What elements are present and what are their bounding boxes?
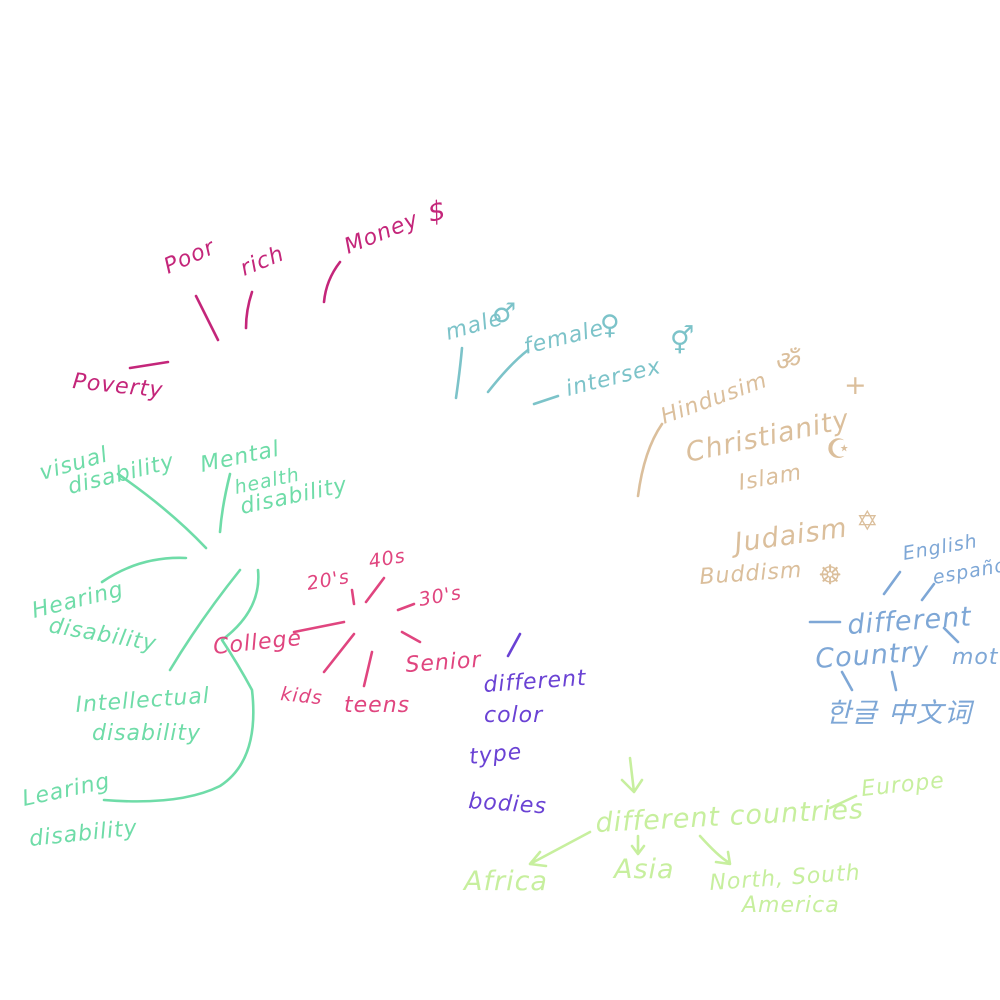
label-korean: 한글	[826, 698, 879, 729]
male-symbol-icon: ♂	[492, 298, 517, 329]
branch-line-hearing	[100, 556, 188, 584]
label-intellectual-1: Intellectual	[75, 684, 211, 718]
branch-line-korean	[840, 670, 854, 692]
branch-line-20s	[350, 588, 356, 606]
age-cluster: 20's 40s 30's College kids teens Senior	[212, 545, 483, 718]
label-female: female	[521, 316, 606, 360]
label-chinese: 中文词	[888, 698, 975, 729]
crescent-icon: ☪	[826, 434, 851, 465]
label-money: Money	[341, 207, 423, 259]
label-body-1: different	[483, 666, 588, 698]
branch-line-female	[486, 348, 530, 394]
branch-line-body	[506, 632, 522, 658]
label-different-countries: different countries	[595, 794, 865, 839]
arrow-africa-icon	[528, 830, 592, 868]
label-islam: Islam	[737, 460, 804, 496]
branch-line-male	[454, 346, 464, 400]
cross-icon: +	[844, 370, 868, 401]
label-learning-2: disability	[28, 816, 139, 852]
label-country: Country	[814, 636, 930, 675]
label-40s: 40s	[367, 545, 407, 573]
dollar-icon: $	[425, 195, 449, 229]
label-rich: rich	[237, 241, 288, 281]
region-cluster: different countries Europe Africa Asia N…	[462, 756, 946, 918]
label-hearing-1: Hearing	[29, 577, 126, 624]
label-hearing-2: disability	[47, 613, 159, 657]
label-judaism: Judaism	[728, 512, 850, 559]
branch-line-visual	[116, 472, 208, 550]
label-americas-1: North, South	[709, 860, 862, 896]
label-different-lang: different	[846, 601, 973, 641]
branch-line-intellectual	[168, 568, 242, 672]
branch-line-religion	[636, 422, 664, 498]
branch-line-college	[292, 620, 346, 634]
label-intellectual-2: disability	[92, 721, 201, 746]
label-intersex: intersex	[563, 354, 663, 402]
dharma-wheel-icon: ☸	[818, 560, 843, 591]
label-body-3: type	[468, 740, 523, 770]
branch-line-rich	[244, 290, 254, 330]
gender-cluster: male ♂ female ♀ intersex ⚥	[443, 298, 695, 406]
arrow-asia-icon	[630, 834, 646, 856]
branch-line-chinese	[890, 670, 898, 692]
label-senior: Senior	[405, 648, 484, 678]
label-college: College	[212, 626, 303, 660]
label-americas-2: America	[740, 893, 840, 918]
branch-line-poverty	[128, 360, 170, 370]
label-english: English	[901, 530, 979, 565]
money-cluster: Poor rich Money $ Poverty	[71, 195, 449, 404]
label-30s: 30's	[417, 582, 463, 611]
branch-line-money	[322, 260, 342, 304]
branch-line-mot	[942, 626, 960, 644]
female-symbol-icon: ♀	[600, 310, 621, 341]
branch-line-40s	[364, 576, 386, 604]
body-cluster: different color type bodies	[468, 632, 588, 819]
religion-cluster: Hindusim ॐ Christianity + Islam ☪ Judais…	[636, 346, 880, 591]
arrow-down-icon	[620, 756, 644, 794]
label-africa: Africa	[462, 866, 548, 897]
branch-line-teens	[362, 650, 374, 688]
branch-line-espanol	[920, 582, 936, 602]
om-icon: ॐ	[774, 346, 801, 377]
branch-line-mental	[218, 472, 232, 534]
intersex-symbol-icon: ⚥	[670, 325, 695, 357]
branch-line-poor	[194, 294, 220, 342]
branch-line-senior	[400, 630, 422, 644]
label-body-4: bodies	[468, 789, 548, 819]
label-learning-1: Learing	[20, 769, 113, 812]
branch-line-english	[882, 570, 902, 596]
label-espanol: español	[931, 553, 1000, 589]
star-of-david-icon: ✡	[856, 506, 880, 537]
label-poverty: Poverty	[71, 369, 164, 403]
label-europe: Europe	[860, 768, 946, 802]
label-body-2: color	[484, 703, 544, 728]
arrow-america-icon	[698, 834, 732, 866]
label-mot: mot	[952, 645, 999, 670]
branch-line-europe	[828, 794, 858, 810]
branch-line-learning	[102, 568, 260, 803]
label-teens: teens	[344, 693, 410, 718]
label-20s: 20's	[305, 566, 351, 595]
label-asia: Asia	[612, 854, 675, 885]
branch-line-30s	[396, 602, 416, 612]
label-kids: kids	[279, 683, 323, 709]
branch-line-intersex	[532, 394, 560, 406]
label-buddhism: Buddism	[699, 558, 803, 590]
label-poor: Poor	[160, 235, 220, 280]
branch-line-kids	[322, 632, 356, 674]
label-hinduism: Hindusim	[658, 368, 771, 430]
